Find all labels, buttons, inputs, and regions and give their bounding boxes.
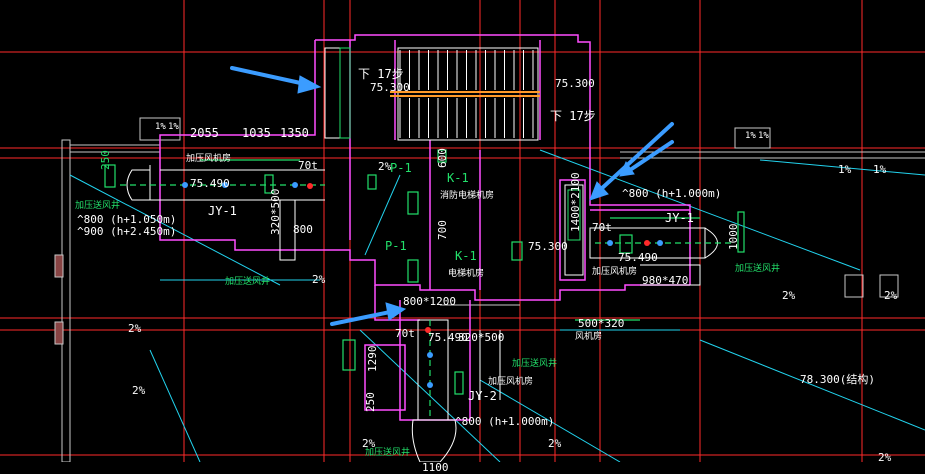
slope-1-e: 1% — [838, 163, 852, 176]
label-down-17-mid: 下 17步 — [550, 109, 596, 123]
dimension-2055: 2055 — [190, 126, 219, 140]
dimension-1290: 1290 — [366, 345, 379, 373]
slope-2-b: 2% — [312, 273, 326, 286]
dimension-70-c: 70t — [395, 327, 415, 340]
duct-500x320: 500*320 — [578, 317, 625, 330]
duct-800-h1050: ^800 (h+1.050m) — [77, 213, 177, 226]
dimension-1100: 1100 — [422, 461, 449, 474]
lead-lines — [69, 149, 925, 462]
dimension-1350: 1350 — [280, 126, 309, 140]
room-press-shaft-c: 加压送风井 — [225, 277, 271, 287]
dimension-70-b: 70t — [592, 221, 612, 234]
dimension-70-a: 70t — [298, 159, 318, 172]
slope-2-c: 2% — [128, 322, 142, 335]
slope-1-d: 1% — [758, 131, 769, 141]
slope-2-h: 2% — [362, 437, 376, 450]
slope-1-a: 1% — [155, 122, 166, 132]
pointer-arrows — [230, 66, 674, 326]
red-markers — [307, 183, 650, 333]
room-press-shaft-left: 加压送风井 — [75, 201, 121, 211]
duct-980x470: 980*470 — [642, 274, 689, 287]
equipment-jy2: JY-2 — [468, 389, 497, 403]
equipment-k1-a: K-1 — [447, 171, 469, 185]
slope-1-b: 1% — [168, 122, 179, 132]
duct-800-h1000-right: ^800 (h+1.000m) — [622, 187, 722, 200]
elevation-75300-b: 75.300 — [555, 77, 595, 90]
elevation-75300-shaft: 75.300 — [528, 240, 568, 253]
staircase — [397, 47, 539, 141]
slope-2-i: 2% — [878, 451, 892, 464]
room-elevator: 电梯机房 — [448, 269, 485, 279]
diffusers — [182, 182, 663, 388]
stair-treads — [399, 50, 534, 138]
room-smoke-fan: 风机房 — [575, 332, 603, 342]
slope-1-f: 1% — [873, 163, 887, 176]
slope-2-e: 2% — [782, 289, 796, 302]
room-press-fan-right: 加压风机房 — [592, 267, 638, 277]
elevation-75300-a: 75.300 — [370, 81, 410, 94]
slope-2-f: 2% — [884, 289, 898, 302]
room-press-fan-bottom: 加压风机房 — [488, 377, 534, 387]
dimension-1000: 1000 — [727, 223, 740, 251]
duct-900-h2450: ^900 (h+2.450m) — [77, 225, 177, 238]
slope-1-c: 1% — [745, 131, 756, 141]
equipment-p1-a: P-1 — [390, 161, 412, 175]
slope-2-g: 2% — [548, 437, 562, 450]
room-press-shaft-d: 加压送风井 — [365, 448, 411, 458]
dimension-700: 700 — [436, 220, 449, 240]
room-press-shaft-right: 加压送风井 — [735, 264, 781, 274]
room-press-shaft-bottom: 加压送风井 — [512, 359, 558, 369]
dimension-250: 250 — [99, 150, 112, 170]
dimension-1035: 1035 — [242, 126, 271, 140]
shaft-right — [564, 184, 584, 276]
elevation-78300: 78.300(结构) — [800, 373, 875, 386]
equipment-jy1-left: JY-1 — [208, 204, 237, 218]
hvac-floor-plan — [0, 0, 925, 462]
elevation-75490-left: 75.490 — [190, 177, 230, 190]
shaft-left — [324, 47, 351, 139]
duct-800-h1000-bottom: ^800 (h+1.000m) — [455, 415, 555, 428]
roof-outline — [54, 117, 925, 462]
stair-landing — [390, 91, 540, 97]
axis-grid — [0, 0, 925, 462]
dimension-600: 600 — [436, 148, 449, 168]
dimension-250-b: 250 — [364, 392, 377, 412]
duct-320x500b: 320*500 — [458, 331, 505, 344]
slope-2-d: 2% — [132, 384, 146, 397]
elevation-75490-mid: 75.490 — [428, 331, 468, 344]
equipment-jy1-right: JY-1 — [665, 211, 694, 225]
equipment-k1-b: K-1 — [455, 249, 477, 263]
equipment-p1-b: P-1 — [385, 239, 407, 253]
slope-2-a: 2% — [378, 160, 392, 173]
dimension-800: 800 — [293, 223, 313, 236]
room-press-fan-left: 加压风机房 — [186, 154, 232, 164]
duct-320x500: 320*500 — [269, 188, 282, 235]
duct-1400: 1400*2100 — [569, 172, 582, 232]
room-fire-elevator: 消防电梯机房 — [440, 191, 495, 201]
label-down-17-top: 下 17步 — [358, 67, 404, 81]
elevation-75490-right: 75.490 — [618, 251, 658, 264]
duct-800x1200: 800*1200 — [403, 295, 456, 308]
